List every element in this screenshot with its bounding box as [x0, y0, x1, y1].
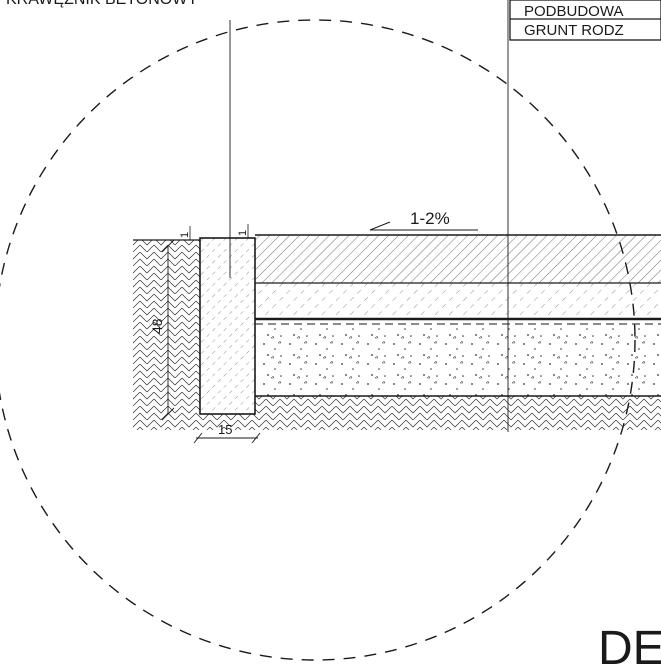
- height-dim-label: 48: [149, 318, 165, 334]
- kerb-label: KRAWĘŻNIK BETONOWY: [6, 0, 198, 8]
- legend-row-grunt: GRUNT RODZ: [524, 22, 624, 39]
- width-dim-label: 15: [218, 422, 232, 437]
- slope-annotation: 1-2%: [369, 209, 478, 231]
- concrete-kerb: [199, 237, 256, 415]
- aggregate-base: [255, 326, 661, 396]
- top-dim-right-label: 1: [237, 230, 249, 236]
- native-soil: [133, 240, 661, 430]
- title-fragment: DE: [598, 622, 661, 664]
- legend-row-podbudowa: PODBUDOWA: [524, 3, 623, 20]
- top-dim-left: 1: [179, 226, 191, 240]
- top-dim-left-label: 1: [179, 232, 191, 238]
- surface-layer: [255, 235, 661, 283]
- binder-layer: [255, 283, 661, 319]
- top-dim-right: 1: [237, 224, 249, 238]
- legend-table: PODBUDOWA GRUNT RODZ: [509, 0, 661, 41]
- height-dimension: 48: [149, 239, 175, 421]
- slope-label: 1-2%: [410, 209, 450, 228]
- width-dimension: 15: [193, 422, 261, 444]
